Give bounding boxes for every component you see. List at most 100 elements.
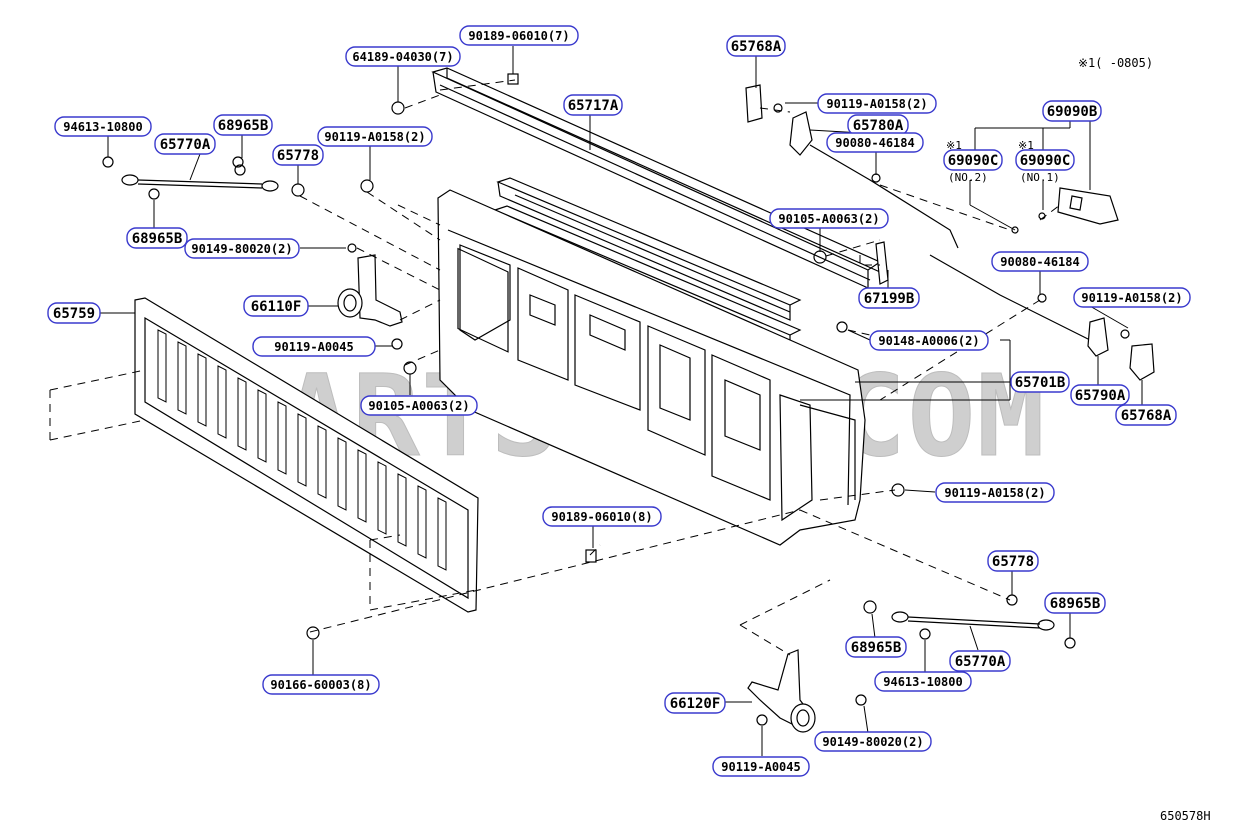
callout-text: 67199B xyxy=(864,291,915,307)
callout-text: 90080-46184 xyxy=(1000,255,1079,269)
callout-text: 90149-80020(2) xyxy=(191,242,292,256)
callout-text: 65778 xyxy=(277,148,319,164)
callout-text: 69090C xyxy=(1020,153,1071,169)
latch-65780A xyxy=(745,84,813,156)
callout[interactable]: 94613-10800 xyxy=(54,116,152,137)
callout-text: 90105-A0063(2) xyxy=(778,212,879,226)
callout-text: 66110F xyxy=(251,299,302,315)
callout-text: 90119-A0158(2) xyxy=(1081,291,1182,305)
hinge-66110F xyxy=(337,254,403,327)
callout-text: 68965B xyxy=(132,231,183,247)
callout[interactable]: 67199B xyxy=(858,287,920,309)
callout[interactable]: 90105-A0063(2) xyxy=(360,395,478,416)
callout[interactable]: 94613-10800 xyxy=(874,671,972,692)
cable-65770A-right xyxy=(863,600,1076,649)
callout-text: 90149-80020(2) xyxy=(822,735,923,749)
callout[interactable]: 90166-60003(8) xyxy=(262,674,380,695)
callout-text: 65778 xyxy=(992,554,1034,570)
callout[interactable]: 66110F xyxy=(243,295,309,317)
callout-text: 65790A xyxy=(1075,388,1126,404)
callout[interactable]: 90189-06010(7) xyxy=(459,25,579,46)
notes: ※1 (NO.2) ※1 (NO.1) xyxy=(946,139,1060,184)
callout[interactable]: 90149-80020(2) xyxy=(184,238,300,259)
callout-text: 65701B xyxy=(1015,375,1066,391)
callout[interactable]: 90119-A0158(2) xyxy=(817,93,937,114)
inner-rails xyxy=(493,177,802,351)
fasteners xyxy=(102,73,1047,726)
callout[interactable]: 65770A xyxy=(949,650,1011,672)
callout[interactable]: 65768A xyxy=(1115,404,1177,426)
callout[interactable]: 90119-A0045 xyxy=(252,336,376,357)
callout-text: 69090B xyxy=(1047,104,1098,120)
callout-text: 68965B xyxy=(218,118,269,134)
dashed-lines xyxy=(49,79,1061,656)
note-text: ※1 xyxy=(946,139,962,152)
callout-text: 90080-46184 xyxy=(835,136,914,150)
callout-text: 64189-04030(7) xyxy=(352,50,453,64)
callout[interactable]: 65780A xyxy=(847,114,909,136)
callout[interactable]: 90119-A0158(2) xyxy=(935,482,1055,503)
callout[interactable]: 90119-A0158(2) xyxy=(1073,287,1191,308)
callout[interactable]: 65770A xyxy=(154,133,216,155)
note-text: ※1 xyxy=(1018,139,1034,152)
callout-text: 90119-A0045 xyxy=(274,340,353,354)
callout-text: 69090C xyxy=(948,153,999,169)
callout[interactable]: 90080-46184 xyxy=(991,251,1089,272)
callout-text: 68965B xyxy=(1050,596,1101,612)
callout-text: 90189-06010(7) xyxy=(468,29,569,43)
callout-text: 65768A xyxy=(731,39,782,55)
callout-text: 68965B xyxy=(851,640,902,656)
callout-text: 90189-06010(8) xyxy=(551,510,652,524)
callout[interactable]: 65778 xyxy=(272,144,324,166)
leader-lines xyxy=(100,46,1143,756)
callout[interactable]: 65768A xyxy=(726,35,786,57)
callout[interactable]: 68965B xyxy=(845,636,907,658)
callout[interactable]: 90119-A0045 xyxy=(712,756,810,777)
handle-69090B xyxy=(1011,187,1119,234)
callout[interactable]: 64189-04030(7) xyxy=(345,46,461,67)
callout[interactable]: 69090C xyxy=(1015,149,1075,171)
bracket-67199B xyxy=(875,241,889,285)
callout[interactable]: 65701B xyxy=(1010,371,1070,393)
callout[interactable]: 66120F xyxy=(664,692,726,714)
callout[interactable]: 90189-06010(8) xyxy=(542,506,662,527)
callout-text: 94613-10800 xyxy=(883,675,962,689)
callout-text: 90119-A0158(2) xyxy=(826,97,927,111)
callout[interactable]: 90119-A0158(2) xyxy=(317,126,433,147)
note-text: (NO.1) xyxy=(1020,171,1060,184)
callout-text: 65717A xyxy=(568,98,619,114)
callout[interactable]: 65717A xyxy=(563,94,623,116)
callout[interactable]: 69090B xyxy=(1042,100,1102,122)
lock-rods xyxy=(809,144,1091,341)
callout[interactable]: 65790A xyxy=(1070,384,1130,406)
callout-text: 65768A xyxy=(1121,408,1172,424)
callout[interactable]: 69090C xyxy=(943,149,1003,171)
callout[interactable]: 65778 xyxy=(987,550,1039,572)
figure-code: 650578H xyxy=(1160,809,1211,823)
callout[interactable]: 90148-A0006(2) xyxy=(869,330,989,351)
latch-65790A xyxy=(1087,317,1155,381)
tailgate-inner-panel-65701B xyxy=(437,189,866,546)
callout-text: 90148-A0006(2) xyxy=(878,334,979,348)
header-note: ※1( -0805) xyxy=(1078,56,1153,70)
callout[interactable]: 90149-80020(2) xyxy=(814,731,932,752)
callout-text: 66120F xyxy=(670,696,721,712)
line-art xyxy=(102,67,1155,733)
callout-text: 65759 xyxy=(53,306,95,322)
callout-text: 94613-10800 xyxy=(63,120,142,134)
callout-text: 65770A xyxy=(955,654,1006,670)
tailgate-outer-panel-65759 xyxy=(134,297,479,613)
callout-text: 90166-60003(8) xyxy=(270,678,371,692)
cable-65770A-left xyxy=(121,164,279,200)
callout[interactable]: 65759 xyxy=(47,302,101,324)
callout[interactable]: 68965B xyxy=(126,227,188,249)
callouts: 90189-06010(7) 64189-04030(7) 65768A 946… xyxy=(47,25,1191,777)
callout-text: 90105-A0063(2) xyxy=(368,399,469,413)
callout[interactable]: 90105-A0063(2) xyxy=(769,208,889,229)
callout-text: 65770A xyxy=(160,137,211,153)
callout[interactable]: 68965B xyxy=(1044,592,1106,614)
callout[interactable]: 68965B xyxy=(213,114,273,136)
callout[interactable]: 90080-46184 xyxy=(826,132,924,153)
hinge-66120F xyxy=(747,649,816,733)
